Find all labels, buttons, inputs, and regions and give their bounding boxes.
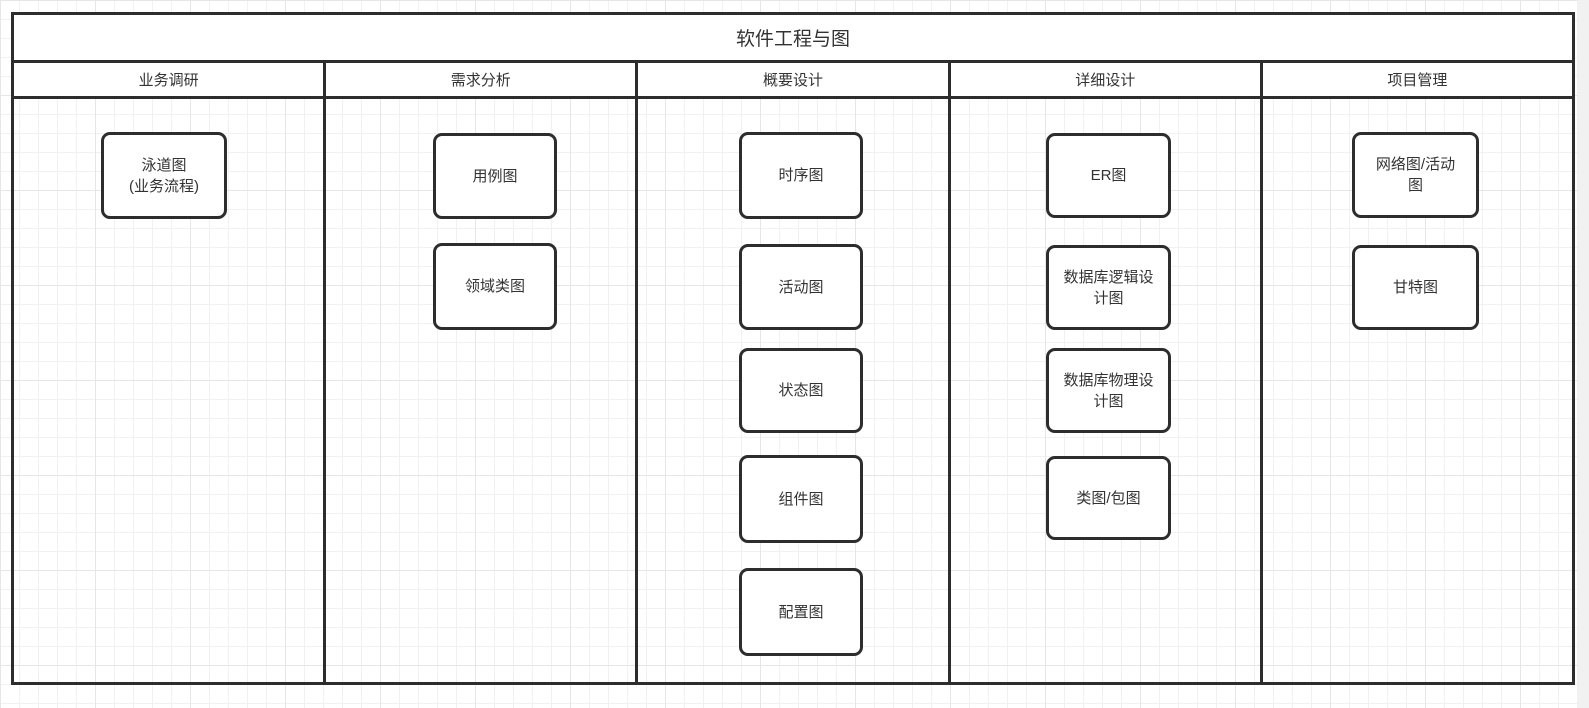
node-label: 网络图/活动 图 [1375, 156, 1456, 194]
node-label: 用例图 [472, 167, 518, 185]
lane-headers: 业务调研 需求分析 概要设计 详细设计 项目管理 [14, 63, 1572, 99]
node-network-activity-diagram[interactable]: 网络图/活动 图 [1352, 132, 1479, 218]
lane-header-label: 项目管理 [1387, 72, 1448, 89]
node-use-case-diagram[interactable]: 用例图 [433, 133, 557, 219]
node-swimlane-diagram[interactable]: 泳道图 (业务流程) [101, 132, 227, 219]
node-db-physical-design-diagram[interactable]: 数据库物理设 计图 [1046, 348, 1171, 433]
node-label: 泳道图 (业务流程) [129, 156, 199, 195]
lane-body-high-level-design [638, 99, 951, 682]
node-domain-class-diagram[interactable]: 领域类图 [433, 243, 557, 330]
node-label: 领域类图 [464, 278, 525, 295]
node-class-package-diagram[interactable]: 类图/包图 [1046, 456, 1171, 540]
lane-header-requirements-analysis[interactable]: 需求分析 [326, 63, 639, 96]
node-deployment-diagram[interactable]: 配置图 [739, 568, 863, 656]
node-label: 配置图 [778, 603, 824, 621]
diagram-title-label: 软件工程与图 [735, 29, 850, 50]
node-label: 状态图 [778, 382, 824, 399]
node-label: 甘特图 [1392, 279, 1438, 296]
lane-header-project-management[interactable]: 项目管理 [1263, 63, 1572, 96]
lane-header-label: 需求分析 [450, 72, 511, 89]
lane-header-detailed-design[interactable]: 详细设计 [951, 63, 1263, 96]
canvas-edge-right [1578, 0, 1589, 708]
node-label: 类图/包图 [1076, 489, 1141, 507]
node-db-logical-design-diagram[interactable]: 数据库逻辑设 计图 [1046, 245, 1171, 330]
lane-header-high-level-design[interactable]: 概要设计 [638, 63, 951, 96]
node-er-diagram[interactable]: ER图 [1046, 133, 1171, 218]
lane-header-label: 业务调研 [138, 72, 199, 89]
lane-header-label: 详细设计 [1075, 72, 1136, 89]
lane-body-detailed-design [951, 99, 1263, 682]
swimlane-pool[interactable]: 软件工程与图 业务调研 需求分析 概要设计 详细设计 项目管理 [11, 12, 1575, 685]
lane-header-business-research[interactable]: 业务调研 [14, 63, 327, 96]
node-label: 数据库逻辑设 计图 [1063, 268, 1154, 307]
lane-body-requirements-analysis [326, 99, 639, 682]
node-gantt-chart[interactable]: 甘特图 [1352, 245, 1479, 330]
node-label: ER图 [1090, 167, 1127, 184]
node-label: 组件图 [778, 490, 824, 508]
lane-header-label: 概要设计 [763, 72, 824, 89]
diagram-title[interactable]: 软件工程与图 [14, 15, 1572, 63]
node-state-diagram[interactable]: 状态图 [739, 348, 863, 433]
node-component-diagram[interactable]: 组件图 [739, 455, 863, 543]
node-activity-diagram[interactable]: 活动图 [739, 244, 863, 330]
lane-body-business-research [14, 99, 327, 682]
lane-bodies [14, 99, 1572, 682]
node-sequence-diagram[interactable]: 时序图 [739, 132, 863, 219]
node-label: 活动图 [778, 278, 824, 296]
node-label: 时序图 [778, 167, 824, 184]
node-label: 数据库物理设 计图 [1063, 371, 1154, 410]
